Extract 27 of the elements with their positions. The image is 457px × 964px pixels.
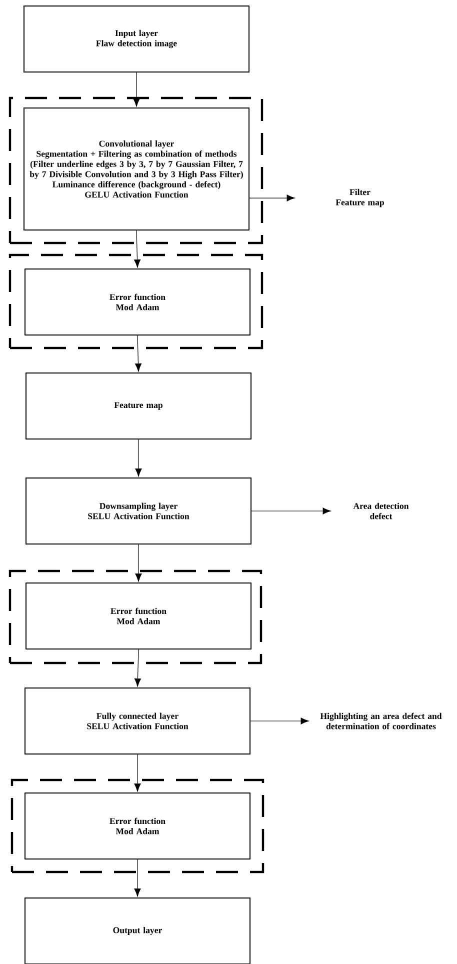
output-text: Filter Feature map — [336, 188, 384, 208]
process-box: Error function Mod Adam — [24, 792, 250, 860]
arrow — [249, 194, 295, 202]
output-text: Highlighting an area defect and determination of coordinates — [320, 712, 442, 730]
output-text: Area detection defect — [353, 502, 409, 520]
arrow — [134, 230, 141, 268]
dashed-frame — [10, 778, 264, 874]
process-box: Input layer Flaw detection image — [24, 6, 250, 73]
arrow — [133, 72, 140, 107]
arrow — [251, 508, 331, 514]
dashed-frame — [8, 570, 262, 664]
arrow — [250, 718, 309, 724]
process-box: Convolutional layer Segmentation + Filtering as combination of methods (Filter underline edges 3 by 3, 7 by 7 Gaussian Filter, 7 by 7 Divisible Convolution and 3 by 3 High Pass Filter) Luminance difference (background - defect) GELU Activation Function — [24, 108, 250, 230]
dashed-frame — [8, 254, 264, 350]
process-box: Error function Mod Adam — [26, 582, 252, 650]
process-box: Downsampling layer SELU Activation Function — [26, 478, 252, 544]
arrow — [134, 859, 141, 897]
dashed-frame — [8, 96, 264, 244]
arrow — [135, 439, 142, 477]
arrow — [135, 335, 142, 372]
process-box: Output layer — [24, 898, 250, 964]
process-box: Fully connected layer SELU Activation Function — [24, 688, 250, 754]
process-box: Feature map — [26, 372, 252, 440]
arrow — [135, 544, 142, 582]
process-box: Error function Mod Adam — [24, 268, 250, 336]
arrow — [134, 649, 141, 687]
arrow — [134, 754, 141, 792]
